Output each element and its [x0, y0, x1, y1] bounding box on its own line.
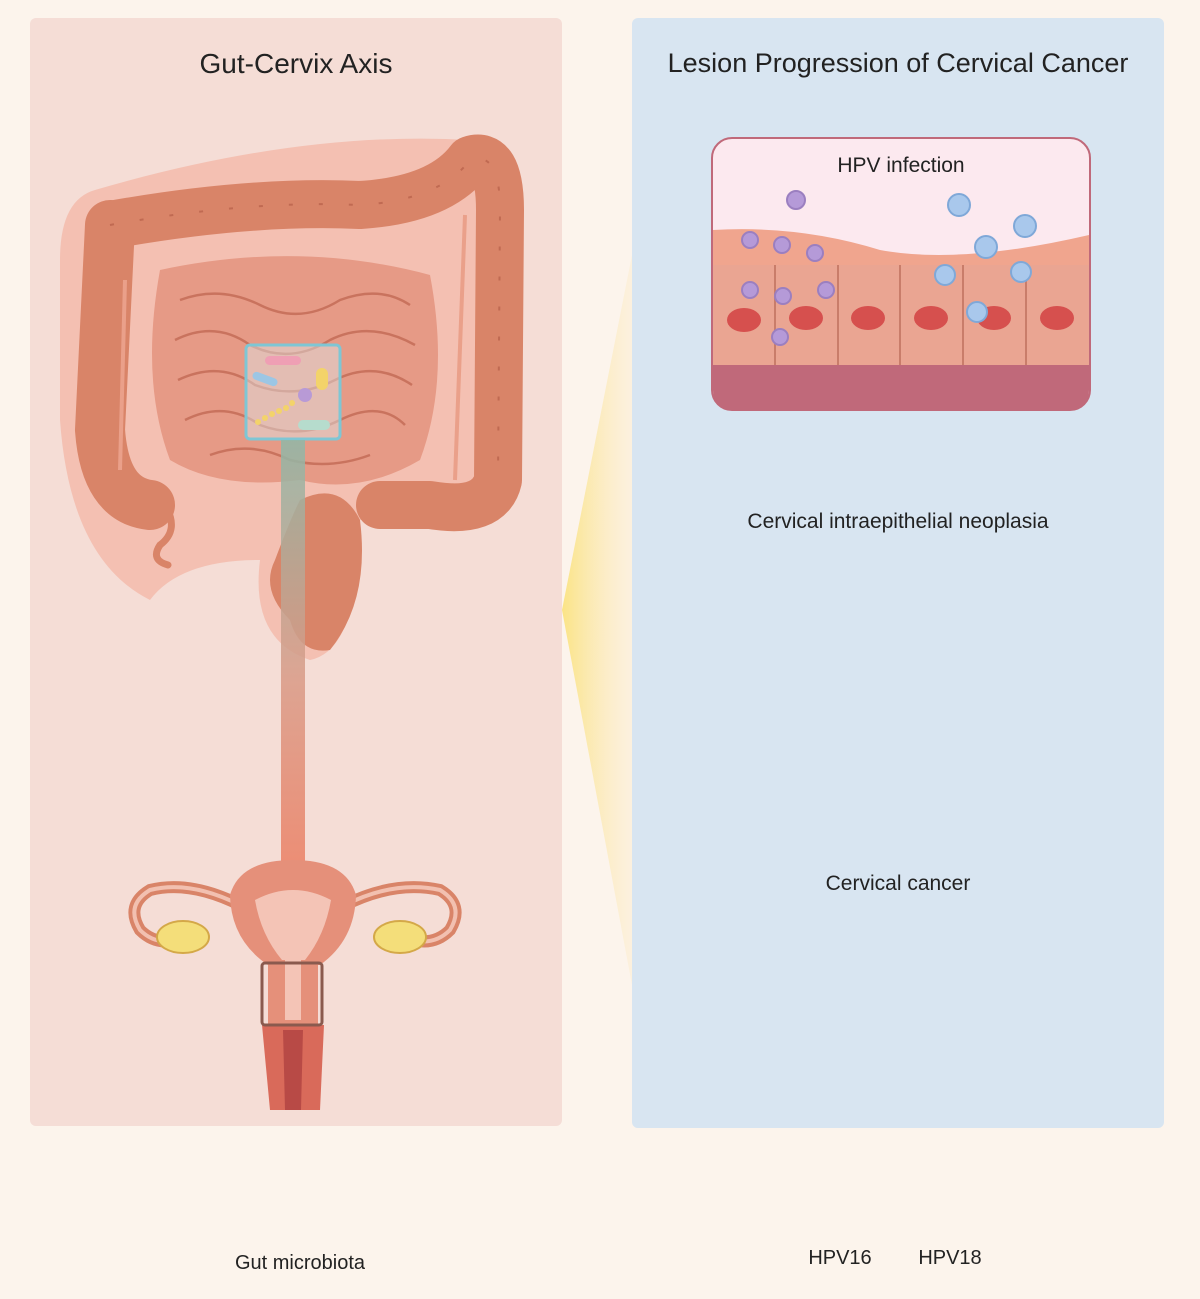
hpv18-label: HPV18 [918, 1247, 982, 1269]
gut-microbiota-label: Gut microbiota [234, 1252, 366, 1274]
stage-title-cancer: Cervical cancer [825, 872, 971, 895]
hpv16-label: HPV16 [808, 1247, 872, 1269]
cervix-zoom-box [260, 961, 324, 1027]
uterus-illustration [128, 860, 462, 1110]
stage-title-hpv-infection: HPV infection [837, 154, 965, 177]
lesion-progression-title: Lesion Progression of Cervical Cancer [667, 48, 1129, 78]
gut-cervix-title: Gut-Cervix Axis [199, 48, 393, 79]
stage-title-cin: Cervical intraepithelial neoplasia [747, 510, 1049, 533]
stage-hpv-infection [711, 137, 1091, 411]
zoom-beam [562, 255, 632, 985]
